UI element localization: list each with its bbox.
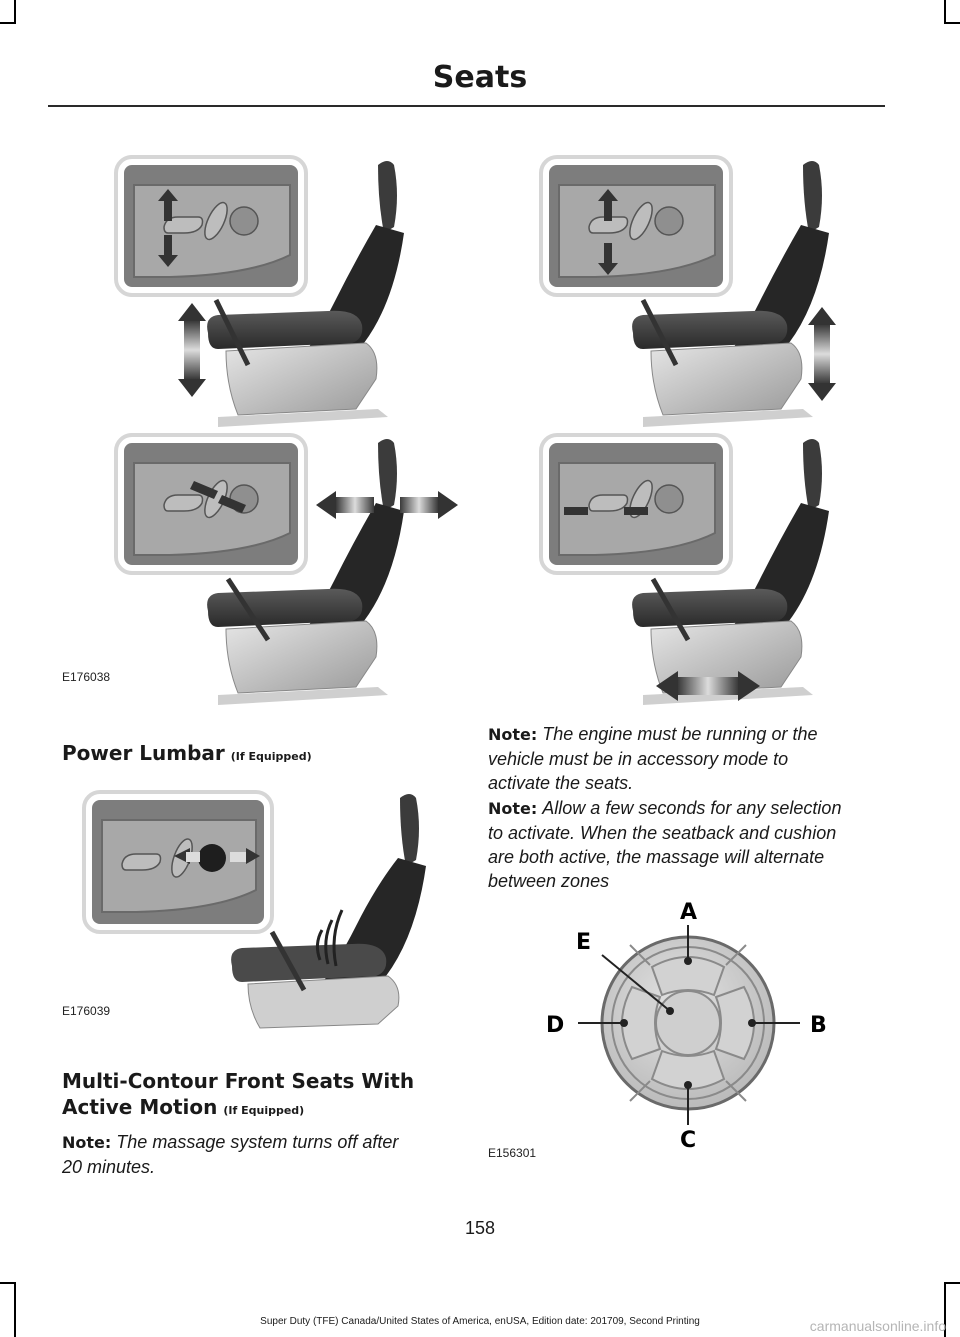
heading-title-line: Multi-Contour Front Seats With: [62, 1069, 415, 1093]
header-divider: [48, 105, 885, 107]
note-massage-timeout: Note: The massage system turns off after…: [62, 1130, 462, 1179]
heading-qualifier: (If Equipped): [223, 1104, 305, 1117]
note-lead: Note:: [488, 799, 538, 818]
crop-mark: [14, 0, 16, 22]
page-number: 158: [464, 1218, 496, 1238]
zone-label-e: E: [576, 930, 591, 955]
heading-title: Power Lumbar: [62, 741, 225, 765]
crop-mark: [0, 22, 16, 24]
crop-mark: [944, 22, 960, 24]
watermark: carmanualsonline.info: [809, 1318, 946, 1334]
power-lumbar-illustration: [82, 790, 426, 1029]
note-text-line: Allow a few seconds for any selection: [542, 798, 842, 818]
crop-mark: [944, 1282, 960, 1284]
figure-id: E156301: [488, 1146, 537, 1160]
note-lead: Note:: [488, 725, 538, 744]
section-heading-multi-contour: Multi-Contour Front Seats With Active Mo…: [62, 1068, 414, 1124]
note-lead: Note:: [62, 1133, 112, 1152]
figure-id: E176039: [62, 1004, 111, 1018]
crop-mark: [0, 1282, 16, 1284]
seat-adjustment-illustration: [114, 155, 836, 705]
crop-mark: [14, 1282, 16, 1337]
zone-label-b: B: [810, 1013, 827, 1038]
zone-label-a: A: [680, 900, 697, 925]
figure-id: E176038: [62, 670, 111, 684]
heading-title-line: Active Motion: [62, 1095, 218, 1119]
note-text-line: 20 minutes.: [62, 1157, 156, 1177]
massage-zone-dial-illustration: A B C D E: [546, 900, 827, 1153]
note-text-line: vehicle must be in accessory mode to: [488, 749, 789, 769]
crop-mark: [944, 0, 946, 22]
zone-label-c: C: [680, 1128, 696, 1153]
crop-mark: [944, 1282, 946, 1337]
page-title: Seats: [432, 60, 528, 95]
note-engine-running: Note: The engine must be running or the …: [488, 722, 888, 795]
heading-qualifier: (If Equipped): [230, 750, 312, 763]
zone-label-d: D: [546, 1013, 564, 1038]
section-heading-power-lumbar: Power Lumbar (If Equipped): [62, 740, 312, 770]
note-text-line: The engine must be running or the: [542, 724, 818, 744]
edition-footer: Super Duty (TFE) Canada/United States of…: [260, 1316, 700, 1327]
note-selection-activate: Note: Allow a few seconds for any select…: [488, 796, 888, 893]
note-text-line: activate the seats.: [488, 773, 634, 793]
note-text-line: are both active, the massage will altern…: [488, 847, 825, 867]
note-text-line: The massage system turns off after: [116, 1132, 399, 1152]
note-text-line: between zones: [488, 871, 610, 891]
note-text-line: to activate. When the seatback and cushi…: [488, 823, 837, 843]
